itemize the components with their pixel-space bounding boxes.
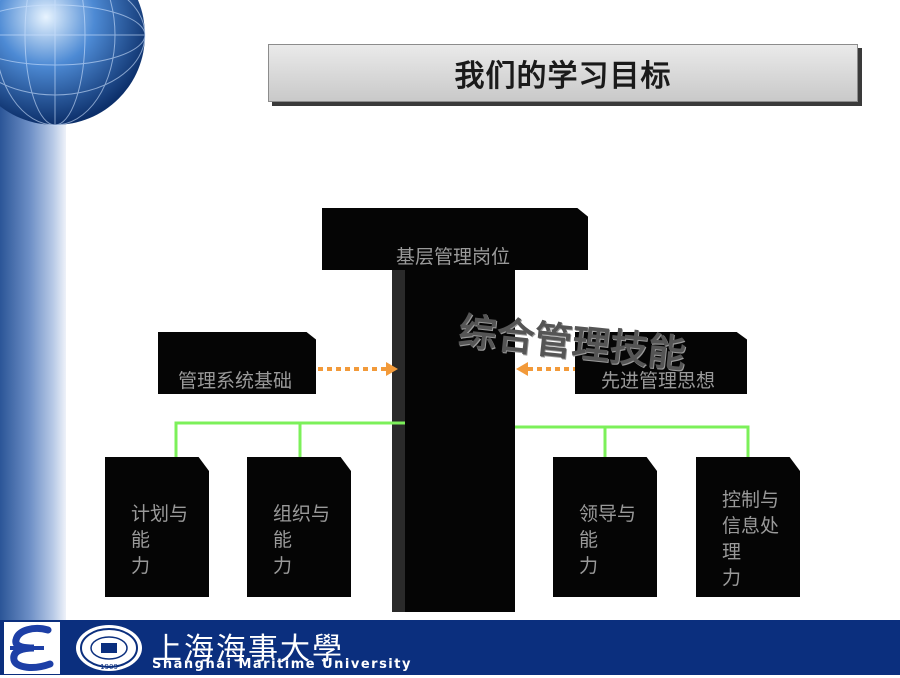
skill-controlling-line-1: 控制与 <box>722 489 780 511</box>
skill-box-organizing: 组织与 能 力 <box>247 457 351 597</box>
e-logo-icon <box>10 624 54 671</box>
globe-decor <box>0 0 150 130</box>
top-box-label: 基层管理岗位 <box>396 246 511 268</box>
footer-bar <box>0 620 900 675</box>
skill-box-leading: 领导与 能 力 <box>553 457 657 597</box>
pillar-side-shade <box>392 258 405 612</box>
skill-organizing-line-1: 组织与 <box>273 503 331 525</box>
skill-controlling-line-2: 信息处 <box>722 515 780 537</box>
skill-box-planning: 计划与 能 力 <box>105 457 209 597</box>
arrow-right-head <box>516 362 528 376</box>
skill-leading-line-2: 能 <box>579 529 599 551</box>
university-name-cn: 上海海事大學 <box>152 632 344 667</box>
left-box-label: 管理系统基础 <box>178 370 293 392</box>
skill-planning-line-1: 计划与 <box>131 503 189 525</box>
university-seal-icon: 1909 <box>74 623 144 673</box>
skill-leading-line-1: 领导与 <box>579 503 637 525</box>
skill-controlling-line-4: 力 <box>722 567 742 589</box>
skill-organizing-line-3: 力 <box>273 555 293 577</box>
skill-organizing-line-2: 能 <box>273 529 293 551</box>
skill-leading-line-3: 力 <box>579 555 599 577</box>
seal-year: 1909 <box>100 663 118 671</box>
university-name-en: Shanghai Maritime University <box>152 657 412 672</box>
connector-left-outer <box>174 421 408 472</box>
left-box: 管理系统基础 <box>158 332 316 394</box>
top-box: 基层管理岗位 <box>322 208 588 270</box>
center-pillar <box>405 270 515 612</box>
skill-controlling-line-3: 理 <box>722 541 742 563</box>
right-box-label: 先进管理思想 <box>601 370 716 392</box>
title-bar: 我们的学习目标 <box>268 44 858 102</box>
right-box: 先进管理思想 <box>575 332 747 394</box>
diagram: 基层管理岗位 管理系统基础 先进管理思想 计划与 能 力 组织与 能 力 领导与… <box>105 208 800 612</box>
skill-planning-line-3: 力 <box>131 555 151 577</box>
footer-logo-tile <box>4 622 60 674</box>
arrow-left-head <box>386 362 398 376</box>
skill-box-controlling: 控制与 信息处 理 力 <box>696 457 800 597</box>
skill-planning-line-2: 能 <box>131 529 151 551</box>
page-title: 我们的学习目标 <box>454 59 672 94</box>
